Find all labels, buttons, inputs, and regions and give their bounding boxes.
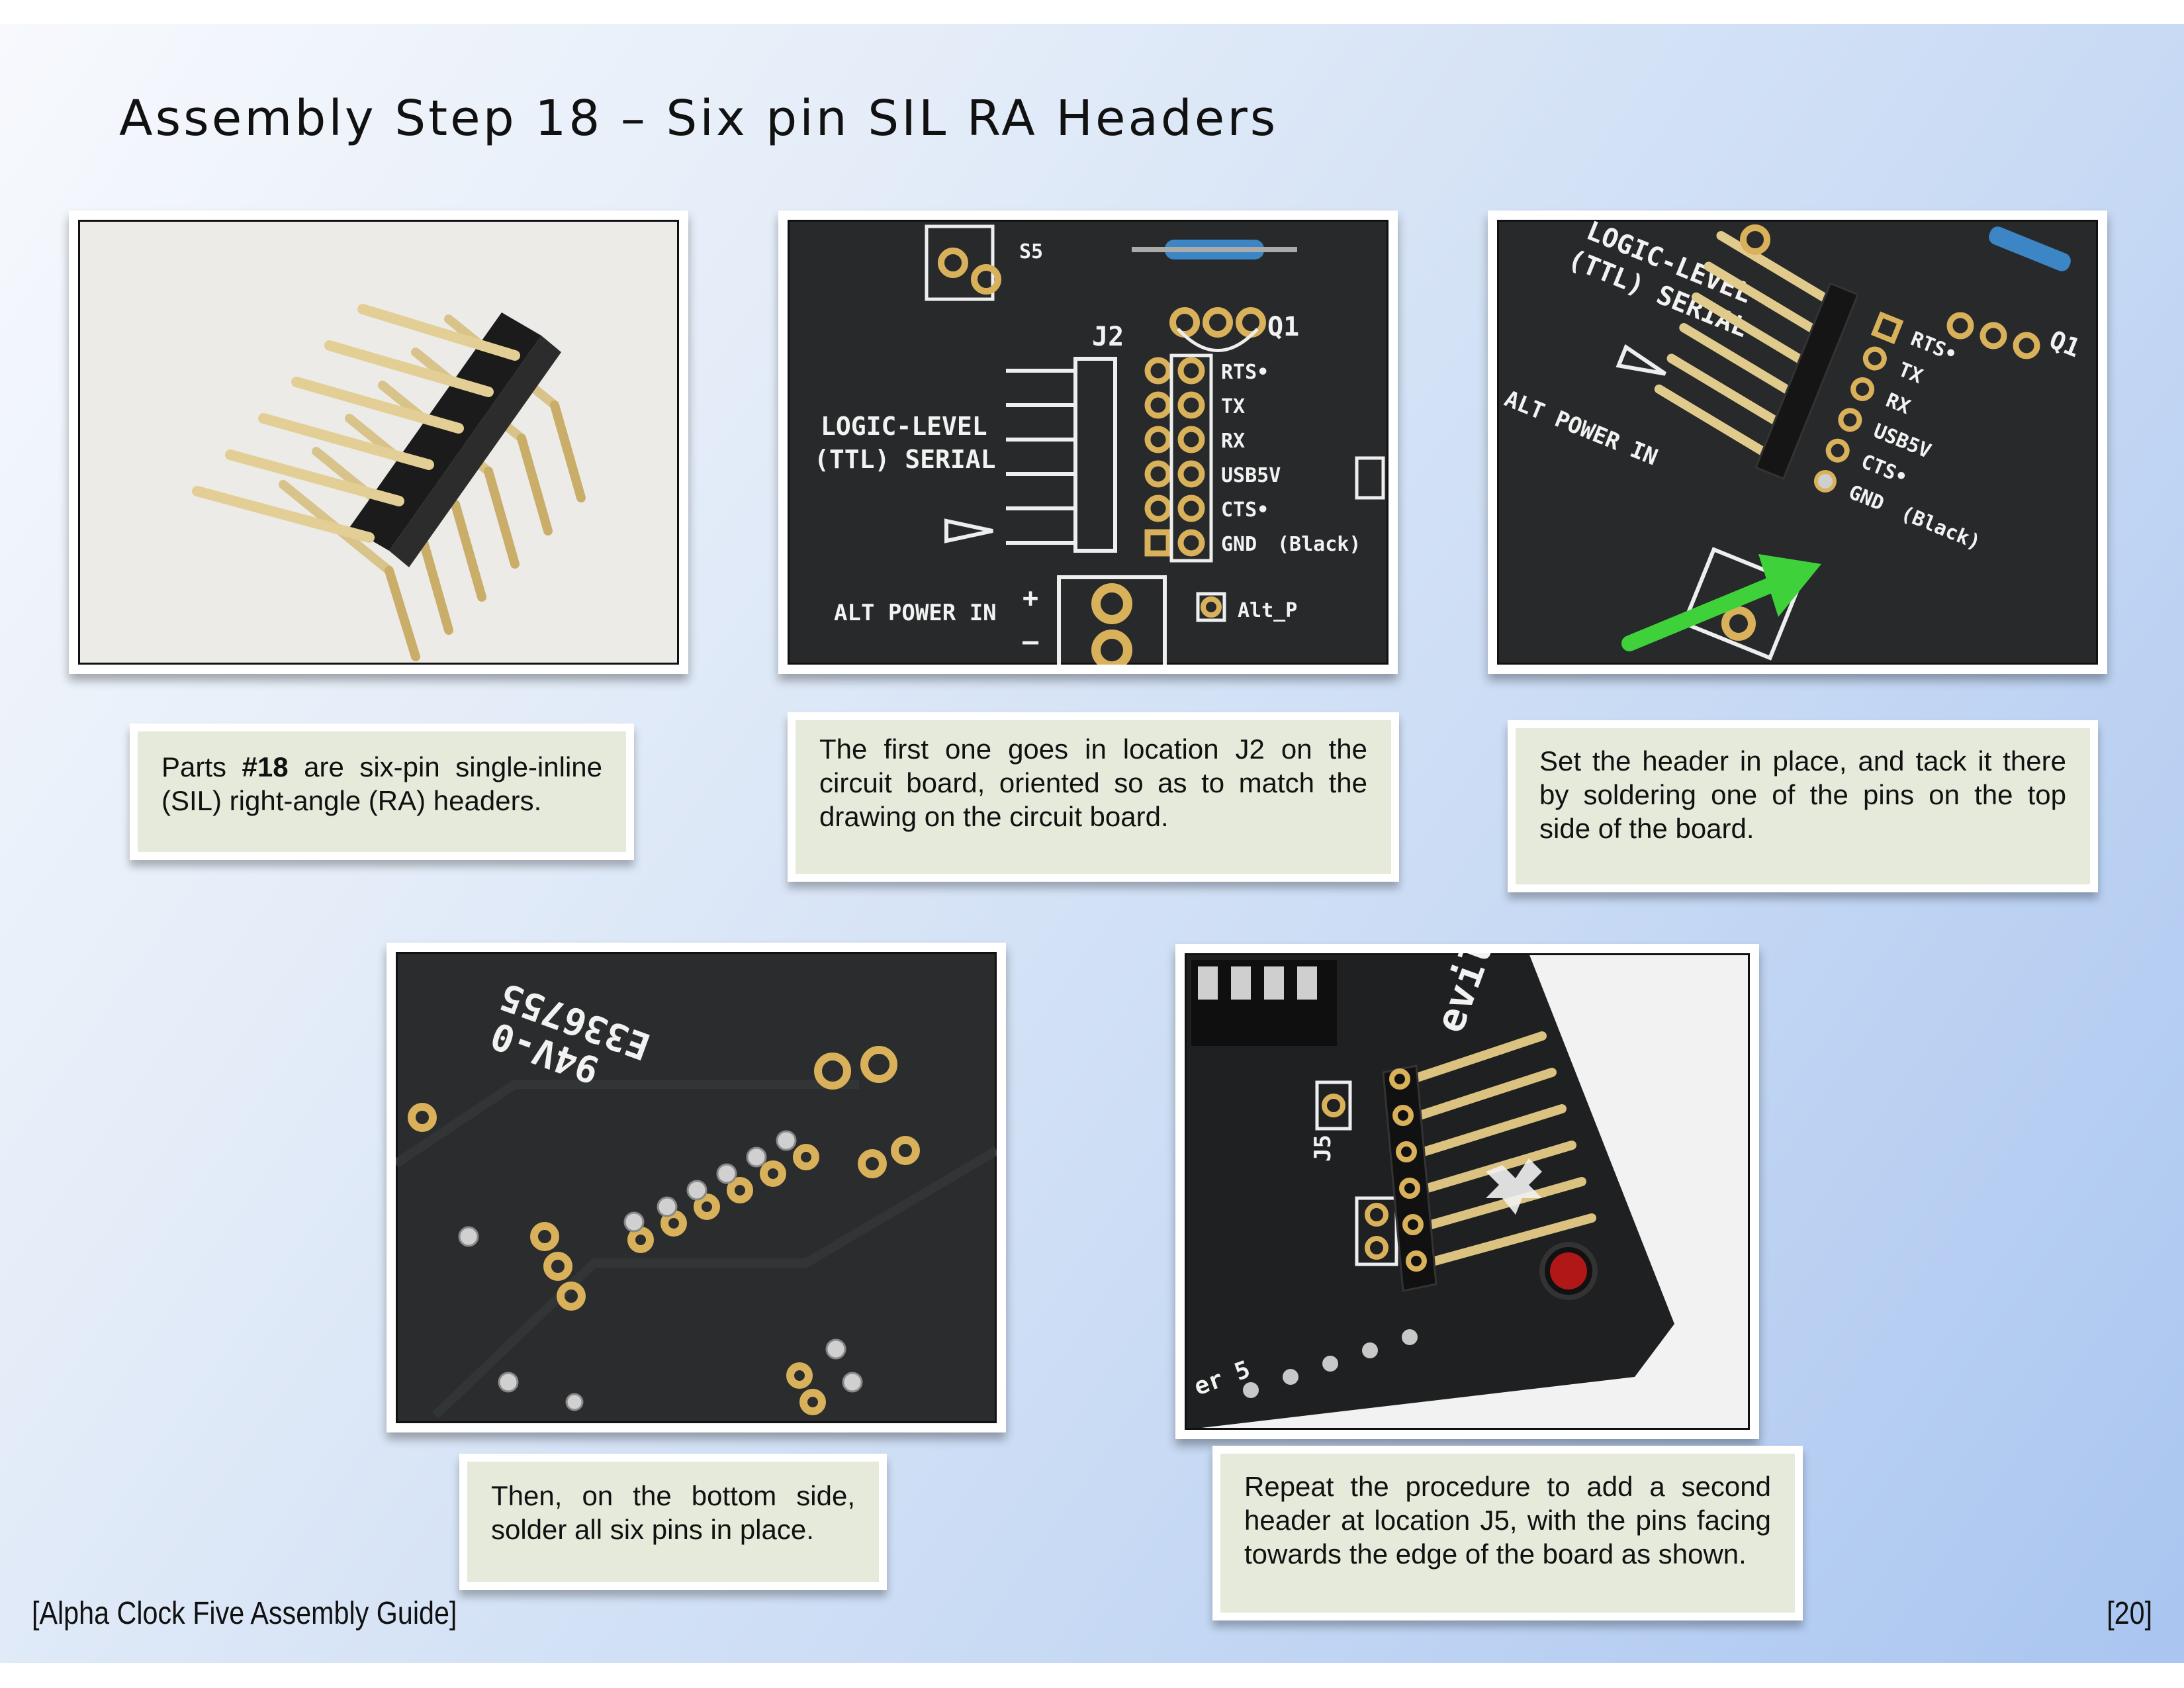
photo-j2-location: S5 J2 Q1 LOGIC-LEVEL (TTL) SERIAL	[778, 211, 1398, 674]
footer-guide-title: [Alpha Clock Five Assembly Guide]	[32, 1596, 457, 1631]
minus-mark: –	[1023, 626, 1039, 657]
caption-j5: Repeat the procedure to add a second hea…	[1212, 1446, 1803, 1620]
page: Assembly Step 18 – Six pin SIL RA Header…	[0, 24, 2184, 1663]
pcb-tacked-image: LOGIC-LEVEL (TTL) SERIAL ALT POWER IN	[1497, 220, 2098, 665]
photo-bottom-solder: E336755 94V-0	[387, 943, 1006, 1432]
page-number: [20]	[2107, 1596, 2152, 1631]
caption-tack: Set the header in place, and tack it the…	[1508, 720, 2098, 892]
caption-bottom: Then, on the bottom side, solder all six…	[459, 1454, 887, 1590]
photo-j5-header: evilm J5	[1175, 944, 1759, 1439]
caption-parts-pre: Parts	[161, 751, 242, 782]
pcb-j2-image: S5 J2 Q1 LOGIC-LEVEL (TTL) SERIAL	[788, 220, 1388, 665]
j2-label: J2	[1092, 322, 1124, 352]
pin-gnd: GND	[1221, 533, 1257, 556]
pin-cts: CTS•	[1221, 498, 1269, 522]
pin-rx: RX	[1221, 430, 1245, 453]
page-title: Assembly Step 18 – Six pin SIL RA Header…	[119, 90, 1279, 147]
alt-p-label: Alt_P	[1238, 599, 1297, 622]
caption-j5-text: Repeat the procedure to add a second hea…	[1220, 1454, 1795, 1613]
q1-label: Q1	[1267, 312, 1299, 342]
photo-header-tacked: LOGIC-LEVEL (TTL) SERIAL ALT POWER IN	[1488, 211, 2107, 674]
caption-parts-text: Parts #18 are six-pin single-inline (SIL…	[138, 731, 626, 852]
caption-j2-text: The first one goes in location J2 on the…	[796, 720, 1391, 874]
plus-mark: +	[1023, 583, 1038, 614]
caption-parts-post: are six-pin single-inline (SIL) right-an…	[161, 751, 602, 816]
caption-tack-text: Set the header in place, and tack it the…	[1516, 728, 2090, 884]
pin-tx: TX	[1221, 395, 1245, 418]
ttl-serial-label: (TTL) SERIAL	[814, 445, 996, 474]
caption-parts-bold: #18	[242, 751, 289, 782]
alt-power-in-label: ALT POWER IN	[834, 600, 997, 626]
pin-usb5v: USB5V	[1221, 464, 1281, 487]
black-label: (Black)	[1277, 533, 1361, 556]
pin-rts: RTS•	[1221, 361, 1269, 384]
logic-level-label: LOGIC-LEVEL	[821, 412, 987, 441]
caption-parts: Parts #18 are six-pin single-inline (SIL…	[130, 724, 634, 860]
pcb-j5-image: evilm J5	[1185, 953, 1750, 1430]
s5-label: S5	[1019, 240, 1043, 263]
photo-header-part	[69, 211, 688, 674]
green-arrow-icon	[1621, 554, 1821, 651]
pcb-bottom-image: E336755 94V-0	[396, 952, 997, 1423]
j5-label: J5	[1310, 1135, 1336, 1162]
caption-j2: The first one goes in location J2 on the…	[788, 712, 1399, 882]
caption-bottom-text: Then, on the bottom side, solder all six…	[467, 1462, 879, 1582]
header-part-image	[78, 220, 679, 665]
